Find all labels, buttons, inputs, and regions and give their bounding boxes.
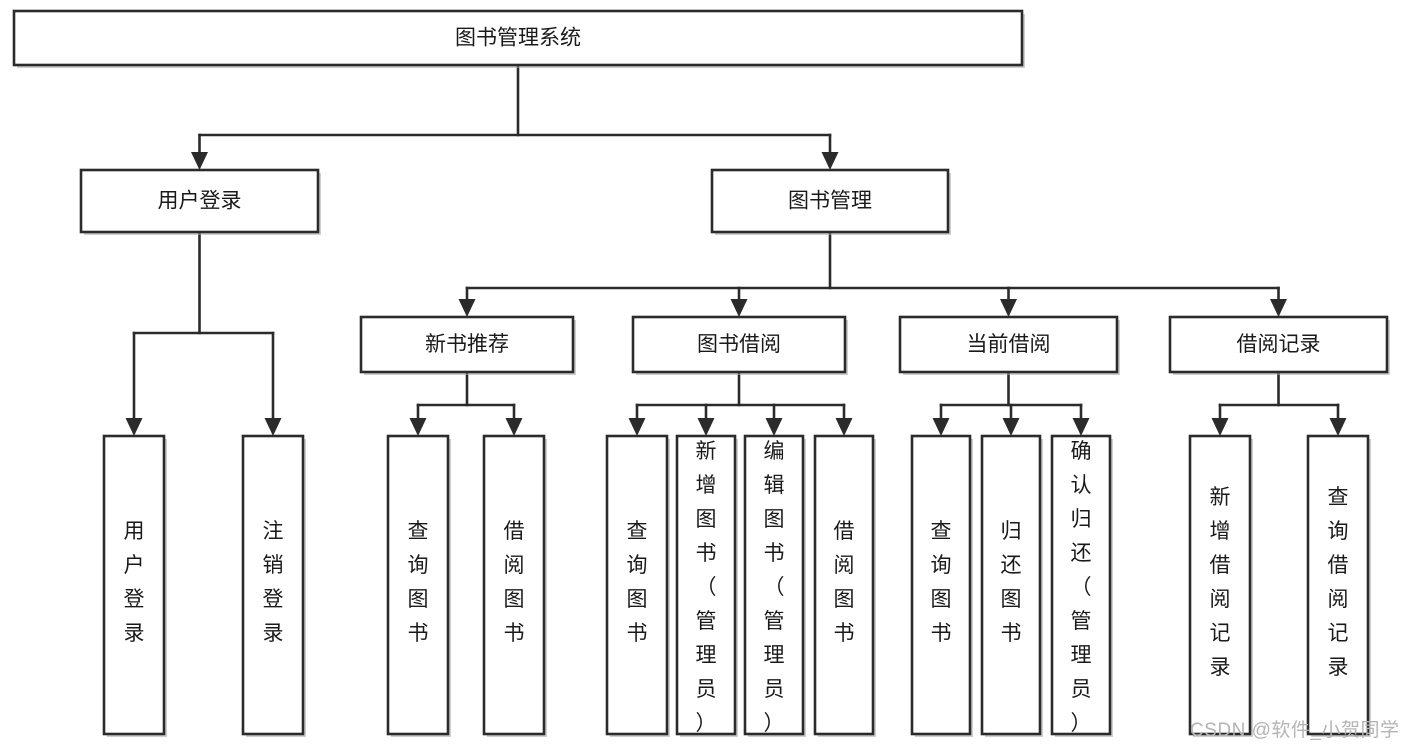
node-borrow-record-label: 借阅记录 [1237, 333, 1321, 356]
node-book-manage-label: 图书管理 [788, 190, 872, 213]
level2-leaf-0-0-head [409, 418, 427, 436]
level2-leaf-2-0-head [932, 418, 950, 436]
node-root-system-label: 图书管理系统 [455, 27, 581, 50]
node-leaf-query-record-rect[interactable] [1306, 434, 1370, 736]
node-book-borrow-rect[interactable] [631, 315, 847, 374]
node-user-login-rect[interactable] [79, 168, 320, 234]
level2-leaf-2-1-head [1002, 418, 1020, 436]
node-new-book-recommend[interactable]: 新书推荐 [359, 315, 576, 375]
node-current-borrow-label: 当前借阅 [967, 333, 1051, 356]
node-leaf-query-book-2-label: 查询图书 [627, 520, 648, 645]
node-book-borrow-label: 图书借阅 [697, 333, 781, 356]
node-leaf-add-record-rect[interactable] [1188, 434, 1252, 736]
root-to-level1-1-head [821, 152, 839, 170]
level2-leaf-3-0-head [1211, 418, 1229, 436]
node-leaf-borrow-book-2-rect[interactable] [813, 434, 875, 736]
node-leaf-add-record[interactable]: 新增借阅记录 [1188, 434, 1253, 737]
node-new-book-recommend-rect[interactable] [359, 315, 575, 374]
node-leaf-add-book-rect[interactable] [675, 434, 737, 736]
node-leaf-borrow-book-2-label: 借阅图书 [834, 520, 855, 645]
node-leaf-query-book-1-rect[interactable] [386, 434, 450, 736]
user-login-leaf-0-head [125, 418, 143, 436]
node-leaf-user-login[interactable]: 用户登录 [102, 434, 167, 737]
node-borrow-record[interactable]: 借阅记录 [1168, 315, 1390, 375]
node-leaf-borrow-book-1-rect[interactable] [482, 434, 546, 736]
book-manage-to-level2-0-head [458, 299, 476, 317]
node-leaf-user-logout[interactable]: 注销登录 [241, 434, 306, 737]
node-leaf-borrow-book-1[interactable]: 借阅图书 [482, 434, 547, 737]
node-root-system-rect[interactable] [12, 9, 1024, 67]
node-current-borrow-rect[interactable] [898, 315, 1119, 374]
node-leaf-confirm-return-rect[interactable] [1050, 434, 1112, 736]
node-leaf-user-logout-rect[interactable] [241, 434, 305, 736]
node-leaf-query-book-2-rect[interactable] [605, 434, 669, 736]
node-leaf-query-record[interactable]: 查询借阅记录 [1306, 434, 1371, 737]
node-leaf-query-book-1-label: 查询图书 [408, 520, 429, 645]
node-borrow-record-rect[interactable] [1168, 315, 1389, 374]
node-leaf-add-book[interactable]: 新增图书（管理员） [675, 434, 738, 737]
book-manage-to-level2-3-head [1270, 299, 1287, 317]
node-leaf-add-record-label: 新增借阅记录 [1210, 486, 1231, 679]
node-leaf-return-book-rect[interactable] [980, 434, 1042, 736]
level2-leaf-1-3-head [835, 418, 853, 436]
node-leaf-query-book-3[interactable]: 查询图书 [910, 434, 973, 737]
level2-leaf-0-1-head [505, 418, 523, 436]
node-root-system[interactable]: 图书管理系统 [12, 9, 1025, 68]
node-leaf-confirm-return[interactable]: 确认归还（管理员） [1050, 434, 1113, 737]
node-book-borrow[interactable]: 图书借阅 [631, 315, 848, 375]
node-user-login-label: 用户登录 [158, 190, 242, 213]
user-login-leaf-1-head [264, 418, 282, 436]
level2-leaf-1-0-head [628, 418, 646, 436]
node-current-borrow[interactable]: 当前借阅 [898, 315, 1120, 375]
node-leaf-user-logout-label: 注销登录 [263, 520, 284, 645]
node-leaf-add-book-label: 新增图书（管理员） [696, 440, 717, 735]
node-leaf-edit-book-label: 编辑图书（管理员） [764, 440, 785, 735]
node-leaf-confirm-return-label: 确认归还（管理员） [1071, 440, 1092, 735]
node-leaf-borrow-book-1-label: 借阅图书 [504, 520, 525, 645]
connectors-layer [125, 63, 1347, 436]
node-user-login[interactable]: 用户登录 [79, 168, 321, 235]
node-leaf-query-book-3-label: 查询图书 [931, 520, 952, 645]
node-leaf-user-login-label: 用户登录 [124, 520, 145, 645]
node-leaf-query-record-label: 查询借阅记录 [1328, 486, 1349, 679]
node-leaf-edit-book-rect[interactable] [743, 434, 805, 736]
node-leaf-return-book-label: 归还图书 [1001, 520, 1022, 645]
level2-leaf-3-1-head [1329, 418, 1347, 436]
book-manage-to-level2-2-head [1000, 299, 1017, 317]
level2-leaf-1-2-head [765, 418, 783, 436]
root-to-level1-0-head [191, 152, 208, 170]
level2-leaf-1-1-head [697, 418, 715, 436]
node-leaf-edit-book[interactable]: 编辑图书（管理员） [743, 434, 806, 737]
node-leaf-query-book-3-rect[interactable] [910, 434, 972, 736]
node-book-manage-rect[interactable] [710, 168, 950, 234]
book-manage-to-level2-1-head [730, 299, 748, 317]
node-leaf-borrow-book-2[interactable]: 借阅图书 [813, 434, 876, 737]
node-book-manage[interactable]: 图书管理 [710, 168, 951, 235]
node-leaf-query-book-1[interactable]: 查询图书 [386, 434, 451, 737]
node-leaf-return-book[interactable]: 归还图书 [980, 434, 1043, 737]
node-leaf-query-book-2[interactable]: 查询图书 [605, 434, 670, 737]
node-new-book-recommend-label: 新书推荐 [425, 333, 509, 356]
node-leaf-user-login-rect[interactable] [102, 434, 166, 736]
nodes-layer: 图书管理系统用户登录图书管理新书推荐图书借阅当前借阅借阅记录用户登录注销登录查询… [12, 9, 1390, 737]
level2-leaf-2-2-head [1072, 418, 1090, 436]
